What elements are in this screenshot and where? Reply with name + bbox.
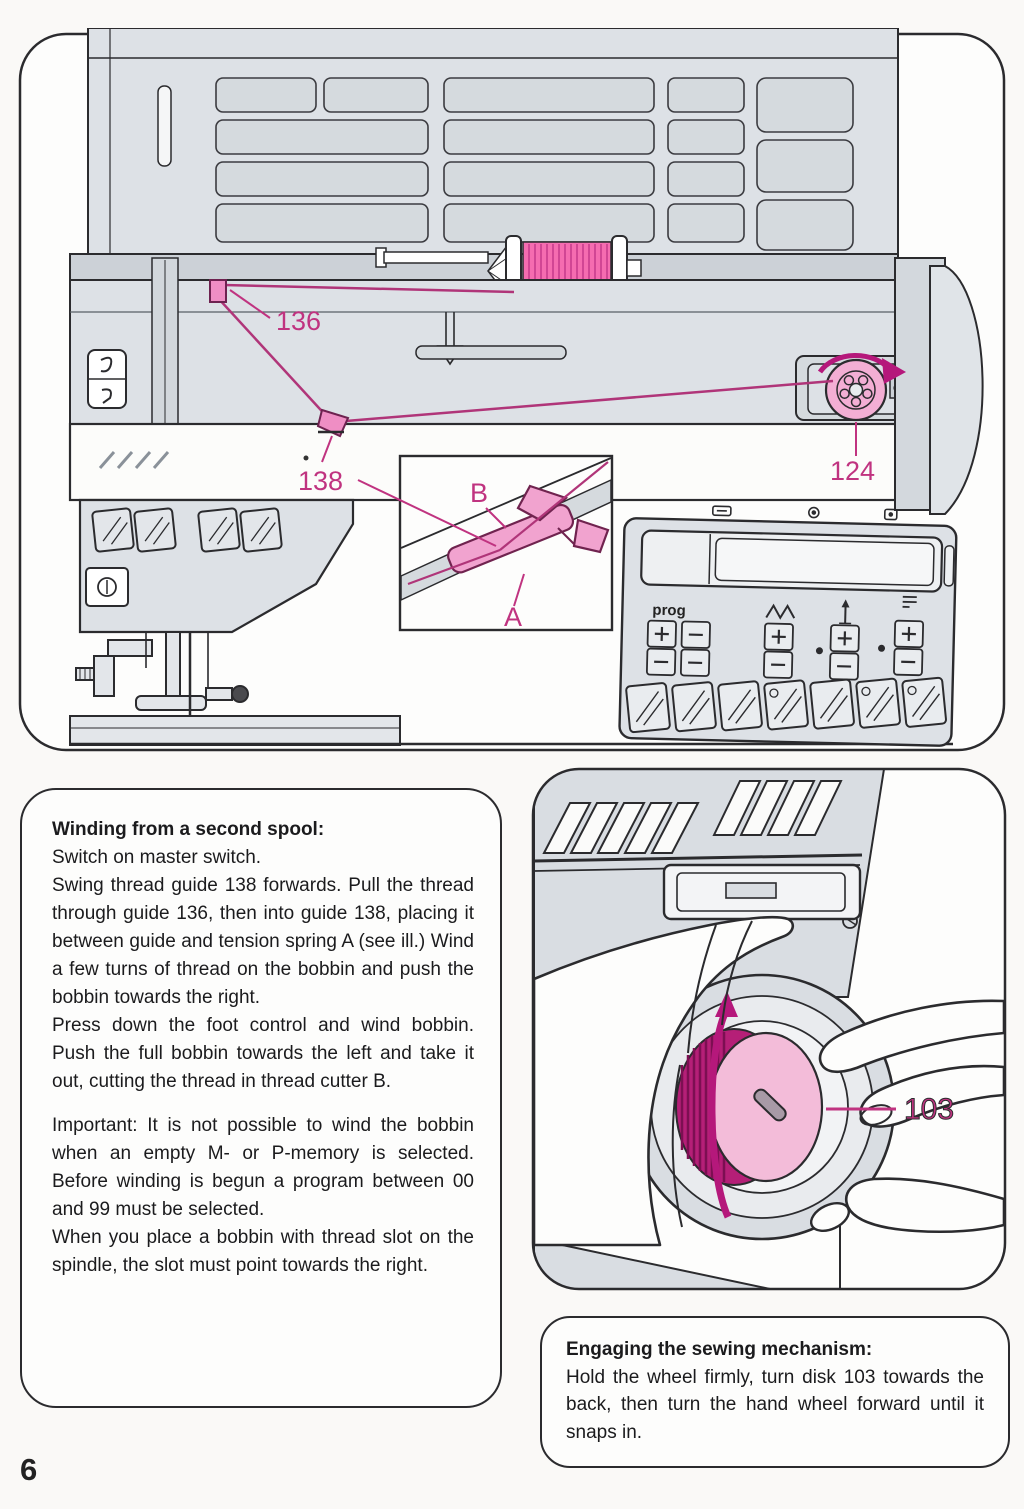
- prog-label: prog: [652, 602, 686, 620]
- thread-in-inset: [407, 461, 609, 586]
- vent-louvers: [542, 780, 843, 854]
- figure-frame: [531, 767, 1007, 1291]
- s-switch: [87, 349, 127, 409]
- lid-slot: [157, 85, 172, 167]
- engaging-body: Hold the wheel firmly, turn disk 103 tow…: [566, 1366, 984, 1443]
- strip-hatch: [98, 451, 170, 469]
- disk-103: [675, 1028, 824, 1186]
- callout-labels: 136 138 124: [229, 289, 875, 547]
- pink-thread-guide: [447, 484, 610, 574]
- panel-top-icons: [711, 505, 898, 521]
- prog-buttons: [645, 619, 711, 677]
- winding-para-important: Important: It is not possible to wind th…: [52, 1115, 474, 1220]
- disk-slot: [753, 1088, 787, 1122]
- label-103: 103: [904, 1093, 954, 1126]
- label-124: 124: [830, 456, 875, 486]
- control-panel: prog: [618, 505, 958, 747]
- engaging-mechanism-box: Engaging the sewing mechanism: Hold the …: [540, 1316, 1010, 1468]
- label-tension-spring-a: A: [504, 602, 522, 632]
- disk-rotation-arrow: [708, 991, 738, 1219]
- stitch-length-buttons: [893, 595, 925, 677]
- label-thread-cutter-b: B: [470, 478, 488, 508]
- spool-spindle: [383, 251, 489, 264]
- page-number: 6: [20, 1452, 38, 1487]
- zigzag-icon: [765, 603, 796, 620]
- right-hand: [809, 999, 1005, 1234]
- stitch-length-icon: [902, 595, 917, 608]
- stitch-width-buttons: [762, 603, 796, 679]
- winding-para-3: Press down the foot control and wind bob…: [52, 1015, 474, 1092]
- machine-lid: [69, 28, 899, 281]
- winding-instructions-box: Winding from a second spool: Switch on m…: [20, 788, 502, 1408]
- thread-guide-136: [209, 279, 227, 303]
- handwheel-figure: 103: [530, 765, 1008, 1293]
- winding-para-2: Swing thread guide 138 forwards. Pull th…: [52, 875, 474, 1008]
- left-hand: [533, 915, 795, 1247]
- engaging-heading: Engaging the sewing mechanism:: [566, 1339, 873, 1360]
- winder-rotation-arrow: [817, 352, 906, 384]
- label-138: 138: [298, 466, 343, 496]
- winding-heading: Winding from a second spool:: [52, 819, 325, 840]
- thread-path: [217, 283, 834, 424]
- lid-chart-slots: [215, 77, 854, 251]
- head-buttons: [91, 507, 283, 553]
- function-key-row: [625, 676, 948, 734]
- thread-guide-138: [316, 408, 350, 438]
- display-window: [640, 529, 944, 593]
- winding-para-1: Switch on master switch.: [52, 847, 262, 868]
- fingertip: [809, 1202, 851, 1232]
- free-arm: [69, 715, 401, 746]
- winding-para-5: When you place a bobbin with thread slot…: [52, 1227, 474, 1276]
- threading-diagram-figure: prog: [18, 28, 1006, 755]
- handle-recess: [662, 863, 862, 921]
- label-136: 136: [276, 306, 321, 336]
- reverse-button: [85, 567, 129, 607]
- hand-wheel-edge: [929, 265, 984, 515]
- guide-detail-inset: B A: [398, 454, 614, 632]
- presser-foot-assembly: [75, 631, 249, 740]
